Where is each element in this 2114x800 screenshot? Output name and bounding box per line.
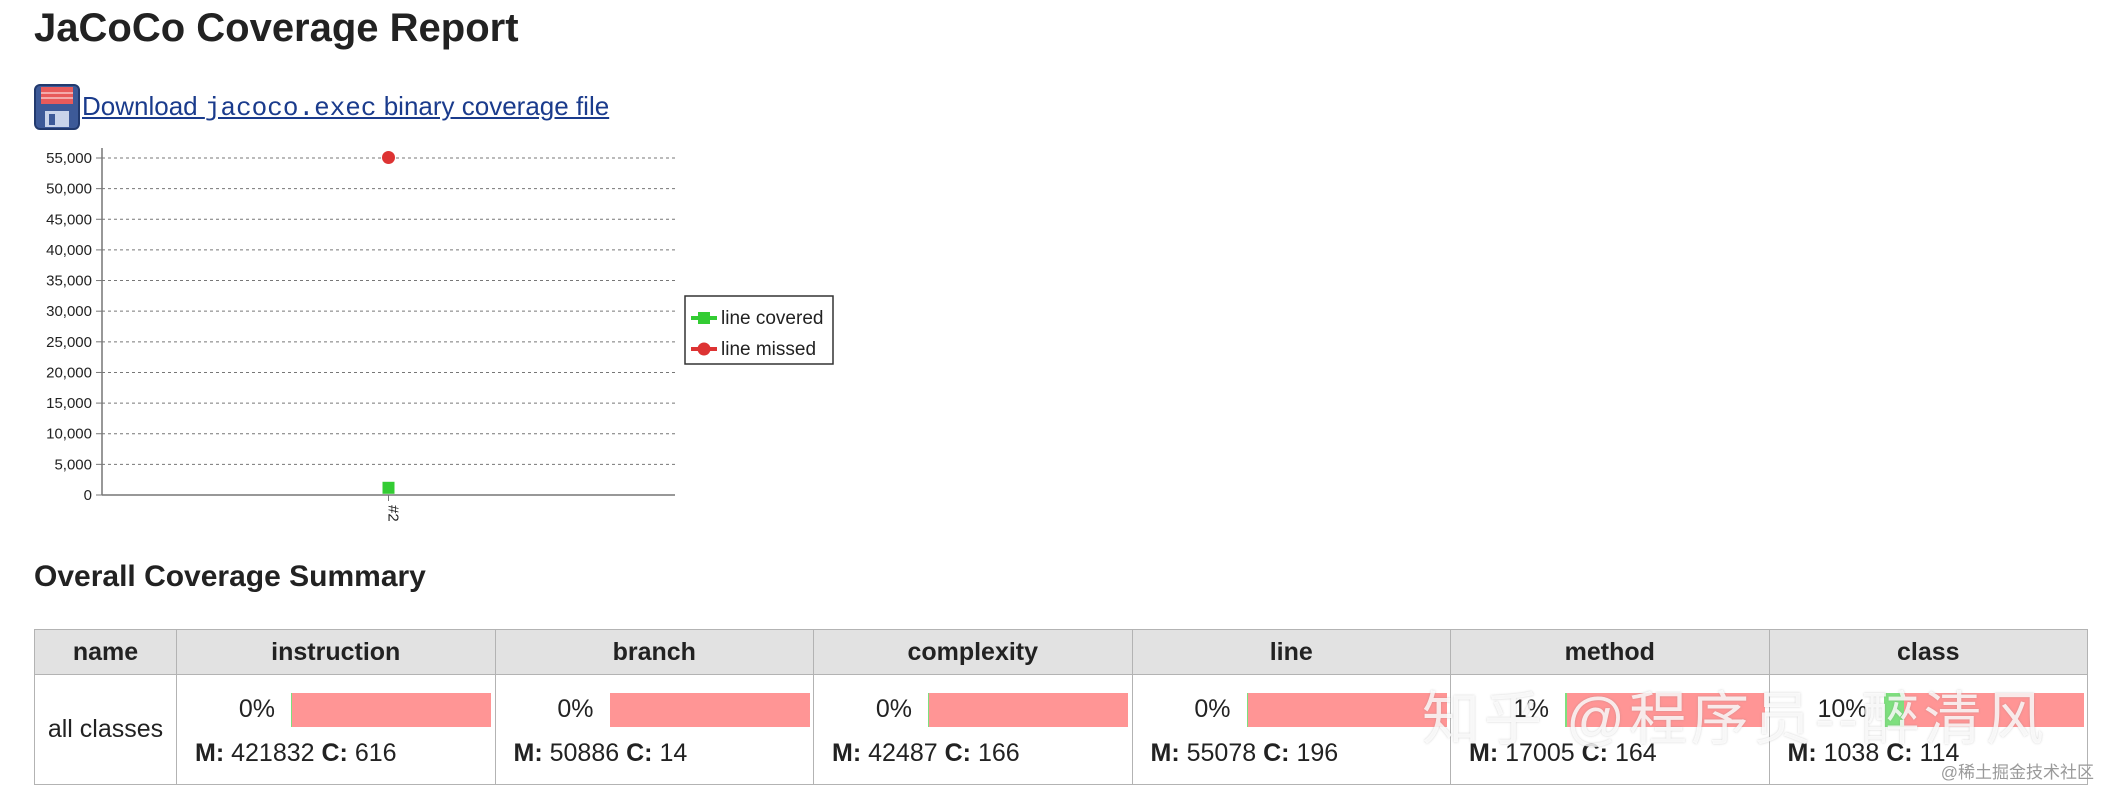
method-percent: 1% (1512, 695, 1549, 723)
class-cell: 10% M: 1038 C: 114 (1768, 674, 2088, 785)
zhihu-watermark: 知乎 @程序员--醉清风 (1422, 687, 2048, 752)
instruction-missed-label: M: (195, 738, 225, 767)
legend-box (684, 295, 834, 365)
y-tick-label: 30,000 (46, 303, 92, 320)
class-covered-label: C: (1886, 738, 1913, 767)
branch-coverage-bar (609, 692, 810, 727)
legend-label: line missed (721, 339, 816, 360)
instruction-coverage-bar (291, 692, 491, 727)
class-percent: 10% (1817, 695, 1868, 723)
table-header-row: name instruction branch complexity line … (34, 629, 2088, 675)
line-coverage-bar (1246, 692, 1447, 727)
download-link-filename: jacoco.exec (204, 93, 377, 123)
method-missed-label: M: (1469, 738, 1499, 767)
y-tick-label: 25,000 (46, 334, 92, 351)
class-covered-fill (1883, 692, 1904, 727)
y-tick-label: 45,000 (46, 211, 92, 228)
instruction-missed: 421832 (231, 738, 315, 767)
method-cell: 1% M: 17005 C: 164 (1450, 674, 1770, 785)
row-name: all classes (34, 674, 177, 785)
x-tick-label: #2 (385, 505, 402, 522)
missed-point (382, 151, 395, 165)
summary-title: Overall Coverage Summary (34, 560, 426, 593)
complexity-covered: 166 (977, 738, 1020, 767)
y-tick-label: 5,000 (54, 456, 92, 473)
y-tick-label: 20,000 (46, 364, 92, 381)
legend-circle-marker (697, 342, 711, 356)
download-link-prefix: Download (82, 91, 205, 121)
class-missed: 1038 (1823, 738, 1880, 767)
branch-missed-label: M: (513, 738, 543, 767)
line-cell: 0% M: 55078 C: 196 (1131, 674, 1451, 785)
line-covered-fill (1246, 692, 1248, 727)
floppy-disk-icon (34, 84, 80, 130)
class-coverage-bar (1883, 692, 2084, 727)
method-missed: 17005 (1505, 738, 1575, 767)
line-percent: 0% (1194, 695, 1231, 723)
line-missed: 55078 (1186, 738, 1257, 767)
download-exec-link[interactable]: Download jacoco.exec binary coverage fil… (82, 91, 609, 123)
branch-missed: 50886 (549, 738, 620, 767)
header-instruction: instruction (176, 629, 496, 675)
complexity-cell: 0% M: 42487 C: 166 (813, 674, 1133, 785)
header-name: name (34, 629, 177, 675)
y-tick-label: 15,000 (46, 395, 92, 412)
y-tick-label: 50,000 (46, 181, 92, 198)
line-covered-label: C: (1263, 738, 1290, 767)
complexity-covered-label: C: (944, 738, 971, 767)
branch-covered: 14 (659, 738, 688, 767)
method-covered: 164 (1614, 738, 1657, 767)
header-method: method (1450, 629, 1770, 675)
complexity-coverage-bar (928, 692, 1128, 727)
y-tick-label: 55,000 (46, 150, 92, 167)
method-covered-label: C: (1581, 738, 1608, 767)
branch-percent: 0% (557, 695, 594, 723)
instruction-covered: 616 (354, 738, 397, 767)
coverage-trend-chart: 0 5,000 10,000 15,000 20,000 25,000 30,000 35,0… (46, 148, 834, 522)
y-tick-label: 0 (84, 487, 92, 504)
header-complexity: complexity (813, 629, 1133, 675)
class-missed-label: M: (1787, 738, 1817, 767)
y-tick-label: 40,000 (46, 242, 92, 259)
y-tick-label: 35,000 (46, 273, 92, 290)
header-class: class (1768, 629, 2088, 675)
complexity-missed: 42487 (868, 738, 938, 767)
line-missed-label: M: (1150, 738, 1180, 767)
download-row: Download jacoco.exec binary coverage fil… (34, 82, 609, 132)
line-covered: 196 (1296, 738, 1339, 767)
method-coverage-bar (1565, 692, 1765, 727)
complexity-covered-fill (928, 692, 929, 727)
legend-square-marker (698, 312, 710, 324)
page-title: JaCoCo Coverage Report (34, 6, 519, 50)
branch-covered-label: C: (626, 738, 653, 767)
coverage-summary-table: name instruction branch complexity line … (34, 629, 2088, 785)
class-covered: 114 (1919, 738, 1960, 767)
complexity-missed-label: M: (832, 738, 862, 767)
complexity-percent: 0% (875, 695, 912, 723)
legend-label: line covered (721, 308, 823, 329)
instruction-covered-label: C: (321, 738, 348, 767)
instruction-percent: 0% (238, 695, 275, 723)
instruction-cell: 0% M: 421832 C: 616 (176, 674, 496, 785)
covered-point (382, 481, 395, 494)
juejin-watermark: @稀土掘金技术社区 (1940, 763, 2094, 782)
table-row: all classes 0% M: 421832 C: 616 0% M: 50… (34, 674, 2088, 785)
header-branch: branch (494, 629, 814, 675)
y-tick-label: 10,000 (46, 426, 92, 443)
download-link-suffix: binary coverage file (376, 91, 610, 121)
header-line: line (1131, 629, 1451, 675)
branch-cell: 0% M: 50886 C: 14 (494, 674, 814, 785)
method-covered-fill (1565, 692, 1567, 727)
